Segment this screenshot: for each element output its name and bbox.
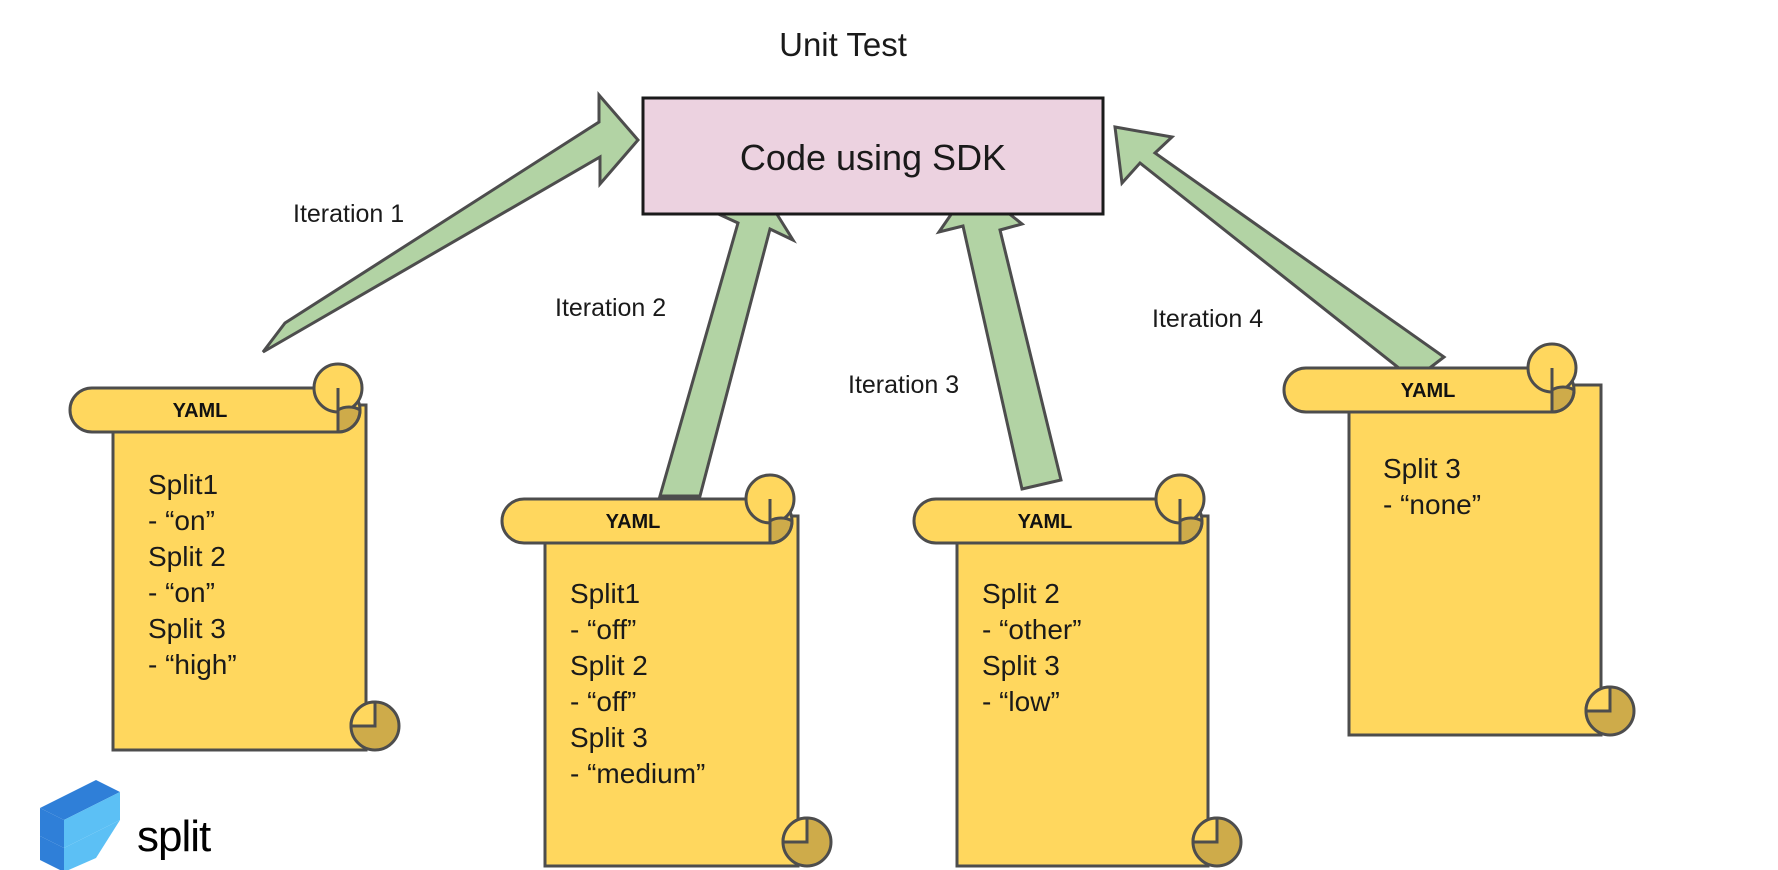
yaml-scroll-4[interactable]: YAML Split 3 - “none”: [1282, 342, 1636, 737]
scroll-line: Split 3: [982, 650, 1060, 681]
arrow-label-iteration-2: Iteration 2: [555, 294, 666, 322]
scroll-line: Split 3: [1383, 453, 1461, 484]
scroll-bottom-curl-notch: [781, 816, 809, 844]
split-logo-wordmark: split: [137, 812, 211, 861]
sdk-box-label: Code using SDK: [740, 137, 1006, 178]
scroll-header-label: YAML: [173, 400, 228, 422]
split-mark-icon: [40, 780, 120, 870]
sdk-box-rect: [641, 96, 1105, 216]
yaml-scroll-2[interactable]: YAML Split1 - “off” Split 2 - “off” Spli…: [500, 473, 833, 868]
sdk-box[interactable]: Code using SDK: [641, 96, 1105, 216]
split-mark-bottom-light: [64, 820, 120, 870]
arrow-label-iteration-4: Iteration 4: [1152, 305, 1263, 333]
scroll-body: [1347, 383, 1603, 737]
scroll-line: - “none”: [1383, 489, 1481, 520]
scroll-top-curl-inner: [1550, 368, 1576, 414]
arrow-iteration-2: [658, 185, 797, 498]
scroll-top-curl-inner: [336, 388, 362, 434]
arrow-iteration-3: [935, 181, 1063, 491]
scroll-line: - “on”: [148, 577, 215, 608]
scroll-line: - “on”: [148, 505, 215, 536]
scroll-line: Split 3: [148, 613, 226, 644]
scroll-top-curl-inner: [1178, 499, 1204, 545]
scroll-line: Split 2: [148, 541, 226, 572]
scroll-line: Split 3: [570, 722, 648, 753]
split-logo: split: [40, 780, 212, 870]
split-mark-lower-dark: [40, 836, 64, 870]
scroll-header-label: YAML: [1018, 511, 1073, 533]
scroll-bottom-curl-notch: [349, 700, 377, 728]
split-mark-left-dark: [40, 808, 64, 848]
scroll-line: - “other”: [982, 614, 1082, 645]
scroll-line: Split1: [570, 578, 640, 609]
scroll-header-label: YAML: [606, 511, 661, 533]
scroll-line: - “high”: [148, 649, 237, 680]
scroll-line: - “off”: [570, 686, 636, 717]
split-mark-top-dark: [40, 780, 120, 820]
arrow-iteration-4: [1113, 125, 1447, 382]
scroll-line: Split 2: [570, 650, 648, 681]
scroll-line: - “medium”: [570, 758, 705, 789]
yaml-scroll-1[interactable]: YAML Split1 - “on” Split 2 - “on” Split …: [68, 362, 401, 752]
yaml-scroll-3[interactable]: YAML Split 2 - “other” Split 3 - “low”: [912, 473, 1243, 868]
scroll-header-label: YAML: [1401, 380, 1456, 402]
scroll-bottom-curl-notch: [1191, 816, 1219, 844]
scroll-line: Split 2: [982, 578, 1060, 609]
scroll-bottom-curl-notch: [1584, 685, 1612, 713]
arrow-label-iteration-1: Iteration 1: [293, 200, 404, 228]
scroll-line: Split1: [148, 469, 218, 500]
split-mark-mid-light: [64, 792, 120, 848]
arrow-iteration-1: [261, 90, 640, 354]
page-title: Unit Test: [779, 26, 907, 63]
scroll-line: - “off”: [570, 614, 636, 645]
scroll-line: - “low”: [982, 686, 1060, 717]
scroll-top-curl-inner: [768, 499, 794, 545]
arrow-label-iteration-3: Iteration 3: [848, 371, 959, 399]
